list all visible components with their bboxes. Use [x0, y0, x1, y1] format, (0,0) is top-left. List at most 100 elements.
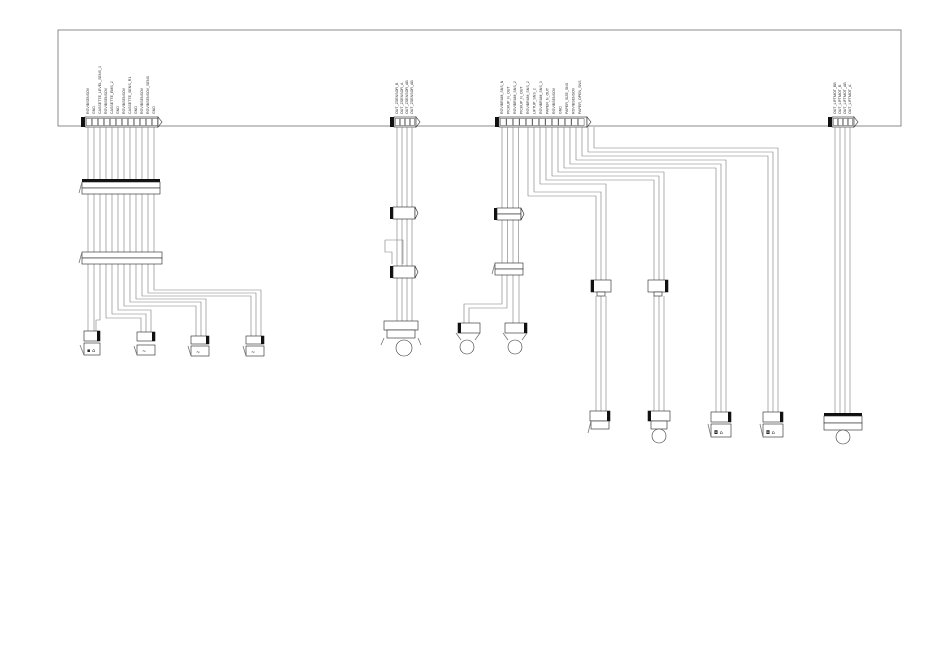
pin-cell	[145, 118, 152, 126]
pin-cell	[545, 118, 552, 126]
wire-harness	[88, 127, 851, 413]
pin-label: RGVIBSENSOV	[122, 87, 126, 114]
pin-cell	[564, 118, 572, 126]
controller-board	[57, 29, 902, 127]
pin-label: RGVIBSENSOV	[552, 87, 556, 114]
pin-label: OUT_ZSENSOR_AB	[410, 80, 414, 114]
wire-h1	[135, 264, 207, 336]
pin-label: CASSETTE_LEVEL_SENS_1	[98, 66, 102, 114]
pin-cell	[558, 118, 565, 126]
wire-h3	[587, 127, 774, 280]
pin-label: GND	[134, 106, 138, 114]
wire-h3	[551, 127, 660, 280]
pin-label: RGVIBSENSOV	[104, 87, 108, 114]
relay-connector-h2-b	[390, 265, 419, 279]
pin-label: PAPER_OPEN_SNS	[578, 80, 582, 114]
relay-connector-h1-a	[78, 179, 161, 195]
pin-cell	[139, 118, 146, 126]
sensor-connector-4: ~	[242, 335, 265, 357]
solenoid-connector	[647, 410, 671, 444]
wire-h3	[539, 127, 607, 280]
pin-label: RGVIBSENSOV	[572, 87, 576, 114]
pin-cell	[832, 118, 838, 126]
relay-connector-h3-a	[494, 207, 525, 221]
pin-label: OUT_LIFTMOT_B	[838, 84, 842, 114]
wire-h3	[581, 127, 769, 280]
sensor-connector-5	[587, 410, 611, 434]
pin-label: GND	[92, 106, 96, 114]
wire-h1	[123, 264, 197, 336]
pin-cell	[512, 118, 520, 126]
sensor-connector-7: ◘ ⌂	[759, 411, 784, 438]
svg-text:~: ~	[142, 349, 146, 355]
relay-connector-h2-a	[390, 206, 419, 220]
motor-pickup-2	[502, 322, 528, 355]
wire-h1	[153, 264, 262, 336]
relay-connector-h3-d	[647, 279, 669, 297]
stepper-motor-z	[380, 320, 422, 357]
wire-h1	[111, 264, 147, 332]
pin-label: PAPER_N_OUT	[546, 87, 550, 114]
wire-h3	[557, 127, 665, 280]
svg-text:◘ ⌂: ◘ ⌂	[714, 430, 723, 436]
pin-cell	[399, 118, 405, 126]
sensor-connector-3: ~	[187, 335, 210, 357]
wire-h3	[569, 127, 722, 280]
pin-label: PICKUP_N_OUT	[520, 86, 524, 114]
pin-cell	[525, 118, 533, 126]
pin-cell	[404, 118, 410, 126]
pin-cell	[551, 118, 559, 126]
pin-cell	[103, 118, 110, 126]
wire-h3	[545, 127, 655, 280]
pin-cell	[109, 118, 116, 126]
pin-cell	[499, 118, 507, 126]
wire-h3	[563, 127, 717, 280]
pin-label: RGVIBRUM_SNS_2	[526, 81, 530, 114]
pin-label: CASSETTE_SENS_R1	[128, 77, 132, 114]
wire-h3	[575, 127, 727, 280]
motor-pickup-1	[455, 322, 481, 355]
pin-label: RGVIBSENSOV	[140, 87, 144, 114]
pin-cell	[121, 118, 128, 126]
pin-cell	[577, 118, 585, 126]
pin-label: CASSETTE_EMS_2	[110, 81, 114, 114]
pin-label: PAPER_SIZE_SNS	[565, 82, 569, 114]
wire-h3	[593, 127, 779, 280]
svg-text:~: ~	[251, 350, 255, 356]
relay-connector-h3-b	[491, 262, 524, 276]
pin-cell	[91, 118, 98, 126]
wire-h1	[117, 264, 152, 332]
pin-cell	[85, 118, 92, 126]
pin-cell	[847, 118, 853, 126]
pin-label: OUT_ZSENSOR_AB	[405, 80, 409, 114]
svg-text:◘ ⌂: ◘ ⌂	[766, 430, 775, 436]
wire-h1	[147, 264, 257, 336]
pin-label: RGVIBSENSOV_SENS	[146, 75, 150, 114]
pin-cell	[571, 118, 578, 126]
pin-label: LIFTUP_SNS_2	[533, 88, 537, 114]
pin-cell	[532, 118, 539, 126]
pin-label: RGVIBRUM_SNS_3	[539, 81, 543, 114]
pin-cell	[394, 118, 400, 126]
pin-label: OUT_LIFTMOT_BB	[833, 82, 837, 114]
wire-h1	[141, 264, 252, 336]
pin-label: OUT_LIFTMOT_A	[848, 84, 852, 114]
sensor-connector-2: ~	[133, 331, 156, 356]
pin-label: OUT_ZSENSOR_B	[395, 82, 399, 114]
pin-cell	[127, 118, 134, 126]
pin-label: RGVIBRUM_SNS_2	[513, 81, 517, 114]
wire-h3	[533, 127, 602, 280]
pin-cell	[842, 118, 848, 126]
pin-label: OUT_ZSENSOR_A	[400, 82, 404, 114]
pin-cell	[115, 118, 122, 126]
pin-label: GND	[116, 106, 120, 114]
pin-label: RGVIBSENSOV	[86, 87, 90, 114]
pin-cell	[837, 118, 843, 126]
wire-h1	[105, 264, 142, 332]
pin-cells	[83, 118, 861, 430]
relay-connector-h1-b	[78, 251, 163, 265]
wire-h1	[95, 264, 101, 331]
wire-h3	[468, 275, 508, 323]
pin-label: RGVIBRUM_SNS_N	[500, 80, 504, 114]
